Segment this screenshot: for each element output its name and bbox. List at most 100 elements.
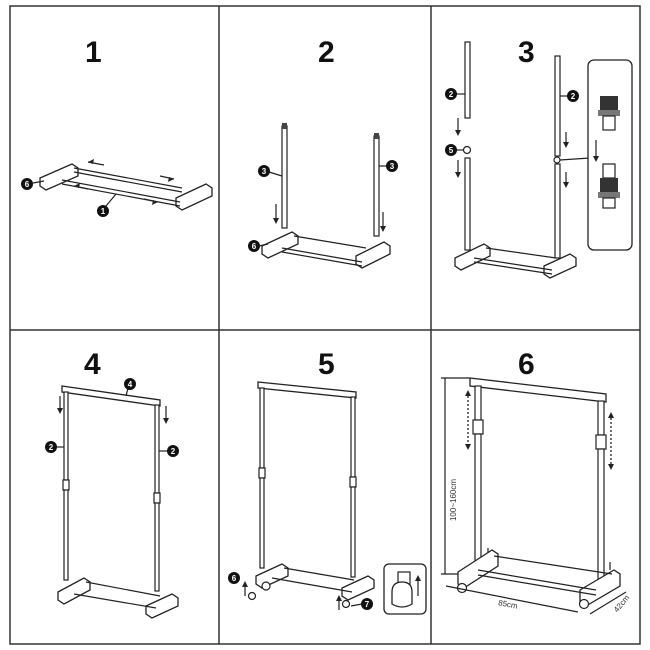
pole-left-joint bbox=[62, 479, 70, 491]
base-end-left bbox=[39, 163, 79, 191]
callout-label-2-right: 2 bbox=[571, 92, 576, 101]
callout-circle-2-right bbox=[567, 90, 579, 102]
connector-detail-top-tube bbox=[602, 115, 616, 131]
base-end-left bbox=[457, 549, 499, 589]
arrow-up-right-head bbox=[336, 595, 342, 601]
callout-label-3-right: 3 bbox=[390, 162, 395, 171]
base-tube-front bbox=[281, 247, 363, 263]
base-tube-front-edge bbox=[477, 574, 597, 596]
callout-circle-5 bbox=[445, 144, 457, 156]
arrow-down-right-head bbox=[163, 418, 169, 424]
width-dim-line bbox=[445, 585, 579, 613]
pole-left-upper bbox=[63, 391, 69, 481]
height-dim-label: 100~160cm bbox=[449, 479, 458, 521]
arrow-in-left-top-head bbox=[88, 159, 94, 164]
callout-label-6: 6 bbox=[252, 242, 257, 251]
detail-inset-box bbox=[587, 59, 633, 251]
pole-left-joint bbox=[258, 467, 266, 479]
leader-3-left bbox=[268, 171, 283, 177]
depth-dim-label: 42cm bbox=[612, 593, 632, 614]
callout-circle-2-right bbox=[167, 445, 179, 457]
connector-detail-bottom-tube bbox=[602, 163, 616, 179]
callout-circle-6 bbox=[21, 178, 33, 190]
arrow-down-left-1-head bbox=[455, 130, 461, 136]
connector-5 bbox=[462, 145, 472, 155]
pole-right-upper bbox=[154, 404, 160, 494]
detail-arrow-down-head bbox=[593, 156, 599, 162]
base-end-left bbox=[261, 231, 299, 259]
connector-detail-bottom-ring bbox=[598, 192, 620, 198]
pole-right-lower bbox=[554, 163, 561, 259]
callout-label-4: 4 bbox=[128, 380, 133, 389]
leader-6 bbox=[32, 180, 45, 184]
connector-right bbox=[553, 156, 561, 164]
pole-left-lower bbox=[464, 157, 471, 251]
step-number-3: 3 bbox=[518, 36, 535, 69]
step-number-1: 1 bbox=[85, 36, 102, 69]
panel-step-4: 4 4 2 2 bbox=[45, 348, 179, 619]
pole-left-joint bbox=[472, 419, 484, 435]
callout-circle-6 bbox=[228, 572, 240, 584]
callout-label-1: 1 bbox=[101, 207, 106, 216]
leader-6 bbox=[258, 243, 269, 247]
pole-left-cap bbox=[282, 123, 287, 129]
base-end-right bbox=[145, 593, 179, 619]
outer-frame bbox=[9, 5, 641, 645]
base-tube-front bbox=[473, 257, 553, 271]
callout-label-2-right: 2 bbox=[171, 447, 176, 456]
base-tube-front-edge bbox=[281, 251, 363, 267]
leader-1 bbox=[105, 193, 117, 207]
panel-step-6: 6 100~160cm 85cm bbox=[441, 348, 632, 615]
base-end-left bbox=[454, 243, 491, 271]
pole-right-joint bbox=[153, 492, 161, 504]
step-number-2: 2 bbox=[318, 36, 335, 69]
top-bar bbox=[469, 377, 607, 403]
pole-right-cap bbox=[374, 133, 379, 139]
caster-detail-arrow-up-head bbox=[415, 575, 421, 581]
callout-circle-3-right bbox=[386, 160, 398, 172]
base-tube-back bbox=[73, 167, 183, 189]
base-end-left bbox=[57, 577, 91, 605]
pole-right-upper bbox=[597, 400, 605, 436]
callout-circle-1 bbox=[97, 205, 109, 217]
step-number-5: 5 bbox=[318, 348, 335, 381]
depth-dim-line bbox=[589, 591, 627, 615]
arrow-down-left-head bbox=[273, 218, 279, 224]
pole-left bbox=[281, 125, 288, 229]
base-end-right bbox=[355, 241, 391, 269]
base-tube-back bbox=[293, 235, 367, 249]
callout-label-3-left: 3 bbox=[262, 167, 267, 176]
arrow-down-left-2-head bbox=[455, 172, 461, 178]
base-tube-front bbox=[73, 593, 157, 609]
callout-label-6: 6 bbox=[25, 180, 30, 189]
arrow-down-right-head bbox=[380, 226, 386, 232]
pole-left-lower bbox=[474, 433, 482, 565]
base-tube-front-edge bbox=[473, 261, 553, 275]
base-end-right bbox=[341, 575, 375, 601]
pole-left-lower bbox=[63, 489, 69, 581]
callout-label-5: 5 bbox=[449, 146, 454, 155]
panel-step-2: 2 3 3 6 bbox=[248, 36, 398, 269]
wheel-right bbox=[341, 599, 351, 609]
detail-leader bbox=[559, 157, 591, 161]
connector-detail-bottom-body bbox=[600, 178, 618, 194]
arrow-in-right-top-head bbox=[168, 177, 174, 182]
width-dim-label: 85cm bbox=[497, 598, 518, 611]
adjust-arrow-right-down bbox=[608, 464, 614, 470]
wheel-front bbox=[247, 591, 257, 601]
arrow-up-left-head bbox=[242, 581, 248, 587]
top-bar bbox=[61, 385, 161, 407]
base-end-right bbox=[543, 253, 577, 279]
pole-left-lower bbox=[259, 477, 265, 569]
pole-left-upper bbox=[474, 385, 482, 421]
arrow-down-right-2-head bbox=[563, 182, 569, 188]
base-tube-back bbox=[493, 555, 613, 575]
callout-circle-6 bbox=[248, 240, 260, 252]
pole-right-joint bbox=[595, 434, 607, 450]
adjust-arrow-left-up bbox=[465, 390, 471, 396]
base-tube-front bbox=[61, 179, 181, 203]
base-tube-back bbox=[485, 247, 557, 259]
base-tube-back-edge bbox=[73, 171, 183, 193]
caster-detail-wheel bbox=[391, 581, 413, 608]
arrow-in-left-bottom-head bbox=[74, 183, 80, 188]
